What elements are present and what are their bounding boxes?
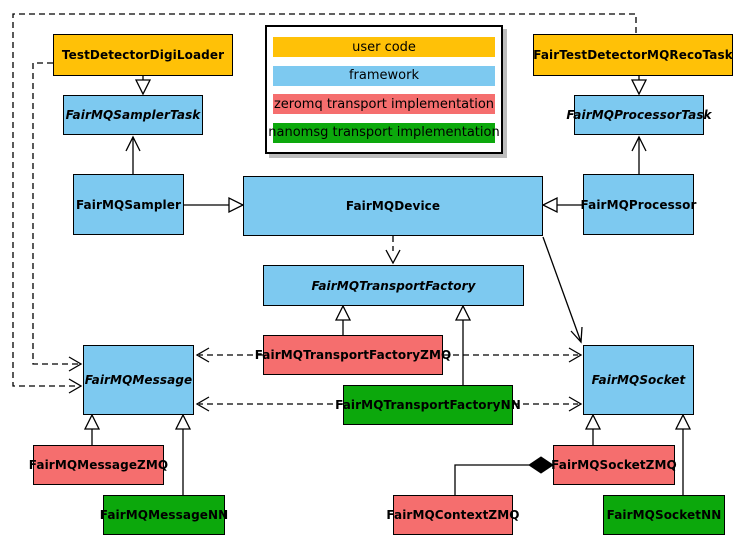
edge-messagezmq-inherits-message [83, 413, 101, 445]
edge-factorynn-creates-socket [513, 396, 583, 412]
edge-socketnn-inherits-socket [674, 413, 692, 495]
legend-item-framework: framework [273, 65, 495, 86]
edge-factoryzmq-creates-socket [443, 347, 583, 363]
edge-socketzmq-inherits-socket [584, 413, 602, 445]
edge-processor-to-processortask [631, 135, 647, 174]
edge-factorynn-creates-message [195, 396, 343, 412]
edge-recotask-inherits-processortask [630, 76, 648, 96]
node-fairmqmessagenn: FairMQMessageNN [100, 495, 228, 535]
edge-sampler-to-samplertask [125, 135, 141, 174]
edge-messagenn-inherits-message [174, 413, 192, 495]
edge-device-to-socket [542, 236, 583, 344]
node-fairmqsocketnn: FairMQSocketNN [603, 495, 725, 535]
edge-processor-inherits-device [541, 196, 583, 214]
legend-item-user-code: user code [273, 37, 495, 57]
node-fairmqsocket: FairMQSocket [583, 345, 694, 415]
node-fairtestdetectormqrecotask: FairTestDetectorMQRecoTask [533, 34, 733, 76]
node-testdetectordigiloader: TestDetectorDigiLoader [53, 34, 233, 76]
edge-recotask-uses-message [12, 13, 637, 394]
node-fairmqprocessortask: FairMQProcessorTask [566, 95, 712, 135]
edge-device-uses-transportfactory [385, 236, 401, 265]
node-fairmqprocessor: FairMQProcessor [581, 174, 696, 235]
node-fairmqmessage: FairMQMessage [83, 345, 194, 415]
edge-factorynn-inherits-factory [454, 304, 472, 385]
node-fairmqtransportfactoryzmq: FairMQTransportFactoryZMQ [255, 335, 451, 375]
edge-factoryzmq-inherits-factory [334, 304, 352, 335]
node-fairmqtransportfactory: FairMQTransportFactory [263, 265, 524, 306]
node-fairmqtransportfactorynn: FairMQTransportFactoryNN [335, 385, 521, 425]
edge-digiloader-inherits-samplertask [134, 76, 152, 96]
node-fairmqsamplertask: FairMQSamplerTask [63, 95, 203, 135]
edge-digiloader-uses-message [32, 62, 83, 372]
edge-sampler-inherits-device [184, 196, 245, 214]
node-fairmqsocketzmq: FairMQSocketZMQ [551, 445, 677, 485]
node-fairmqsampler: FairMQSampler [73, 174, 184, 235]
legend-item-zeromq: zeromq transport implementation [273, 94, 495, 115]
edge-factoryzmq-creates-message [195, 347, 263, 363]
node-fairmqmessagezmq: FairMQMessageZMQ [29, 445, 168, 485]
edge-socketzmq-composes-contextzmq [454, 456, 554, 495]
legend-item-nanomsg: nanomsg transport implementation [268, 122, 500, 143]
node-fairmqdevice: FairMQDevice [243, 176, 543, 236]
legend: user code framework zeromq transport imp… [265, 25, 503, 154]
node-fairmqcontextzmq: FairMQContextZMQ [386, 495, 519, 535]
